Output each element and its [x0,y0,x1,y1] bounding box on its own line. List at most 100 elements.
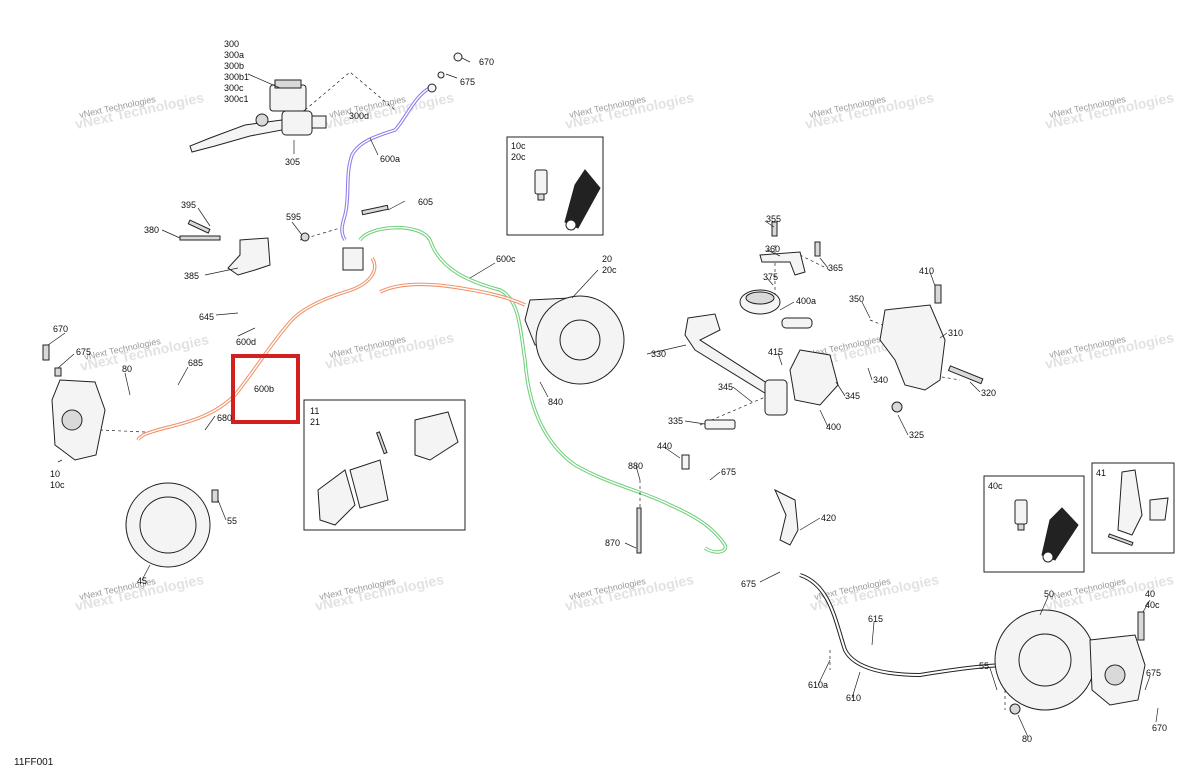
callout-600a: 600a [380,154,400,164]
callout-10c: 10c [50,480,65,490]
callout-310: 310 [948,328,963,338]
callout-365: 365 [828,263,843,273]
brake-pedal[interactable] [684,313,788,416]
callout-master-cyl: 300a [224,50,244,60]
callout-615: 615 [868,614,883,624]
pedal-pin-335 [704,419,736,430]
diagram-id: 11FF001 [14,757,54,768]
callout-395: 395 [181,200,196,210]
callout-355: 355 [766,214,781,224]
brake-light-switch-bracket [179,219,271,276]
callout-670: 670 [1152,723,1167,733]
pedal-bracket[interactable] [879,284,984,413]
callout-40: 40 [1145,589,1155,599]
callout-600d: 600d [236,337,256,347]
callout-45: 45 [137,576,147,586]
callout-305: 305 [285,157,300,167]
callout-40c: 40c [1145,600,1160,610]
callout-400: 400 [826,422,841,432]
callout-10: 10 [50,469,60,479]
callout-345: 345 [718,382,733,392]
callout-675: 675 [741,579,756,589]
callout-675: 675 [76,347,91,357]
callout-675: 675 [460,77,475,87]
callout-330: 330 [651,349,666,359]
inset-label: 11 [310,406,319,416]
callout-440: 440 [657,441,672,451]
callout-master-cyl: 300 [224,39,239,49]
bolt-80b [1009,703,1021,715]
callout-340: 340 [873,375,888,385]
leader-lines [47,57,1159,738]
inset-pads-rear: 41 [1091,462,1175,554]
callout-385: 385 [184,271,199,281]
bracket-360 [759,221,821,276]
callout-325: 325 [909,430,924,440]
callout-375: 375 [763,272,778,282]
brake-line-600a [340,86,431,241]
front-left-caliper[interactable] [42,344,106,461]
callout-680: 680 [217,413,232,423]
callout-20: 20 [602,254,612,264]
callout-80: 80 [122,364,132,374]
callout-300d: 300d [349,111,369,121]
front-left-disc[interactable] [125,482,211,568]
callout-55: 55 [979,661,989,671]
callout-320: 320 [981,388,996,398]
inset-pads-front: 11 21 [303,399,466,531]
callout-685: 685 [188,358,203,368]
callout-20c: 20c [602,265,617,275]
callout-labels: 300 300a 300b 300b1 300c 300c1 305 300d … [50,39,1167,744]
callout-610: 610 [846,693,861,703]
rear-caliper[interactable] [1089,611,1146,706]
rear-disc[interactable] [994,609,1096,711]
callout-595: 595 [286,212,301,222]
abs-sensor-420[interactable] [773,488,799,546]
callout-400a: 400a [796,296,816,306]
front-right-disc[interactable] [535,295,625,385]
callout-675: 675 [1146,668,1161,678]
inset-label: 21 [310,417,320,427]
callout-345: 345 [845,391,860,401]
inset-label: 20c [511,152,526,162]
callout-350: 350 [849,294,864,304]
callout-610a: 610a [808,680,828,690]
rear-master-cylinder[interactable] [739,289,839,406]
highlight-label: 600b [254,384,274,394]
callout-880: 880 [628,461,643,471]
callout-670: 670 [53,324,68,334]
callout-335: 335 [668,416,683,426]
callout-675: 675 [721,467,736,477]
callout-380: 380 [144,225,159,235]
inset-label: 40c [988,481,1003,491]
distribution-block [300,204,389,271]
callout-master-cyl: 300b1 [224,72,249,82]
front-master-cylinder[interactable] [189,79,327,153]
callout-870: 870 [605,538,620,548]
callout-55: 55 [227,516,237,526]
callout-410: 410 [919,266,934,276]
bolt-55a [211,489,219,503]
sensor-440 [681,454,690,470]
callout-master-cyl: 300c [224,83,244,93]
bolt-870 [636,507,642,554]
brake-line-600c [358,225,728,554]
callout-605: 605 [418,197,433,207]
callout-master-cyl: 300c1 [224,94,249,104]
callout-360: 360 [765,244,780,254]
highlight-600b[interactable]: 600b [231,354,300,424]
banjo-fitting-top [427,52,463,93]
callout-420: 420 [821,513,836,523]
callout-670: 670 [479,57,494,67]
